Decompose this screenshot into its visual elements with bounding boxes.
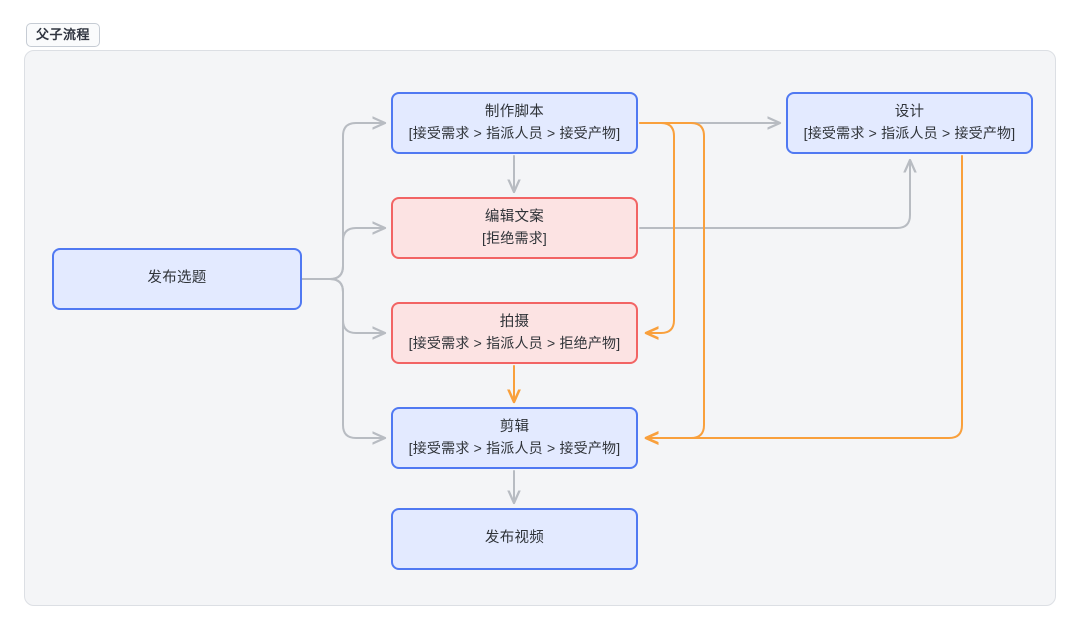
node-design-subtitle: [接受需求 > 指派人员 > 接受产物] — [803, 124, 1016, 141]
node-publish-video-title: 发布视频 — [484, 530, 545, 547]
legend-title-chip: 父子流程 — [26, 23, 101, 47]
node-edit-copy-subtitle: [拒绝需求] — [482, 229, 547, 246]
node-shooting-title: 拍摄 — [499, 314, 530, 331]
node-make-script[interactable]: 制作脚本 [接受需求 > 指派人员 > 接受产物] — [391, 92, 638, 154]
node-editing-title: 剪辑 — [499, 419, 530, 436]
node-publish-video[interactable]: 发布视频 — [391, 508, 638, 570]
node-shooting[interactable]: 拍摄 [接受需求 > 指派人员 > 拒绝产物] — [391, 302, 638, 364]
node-design-title: 设计 — [894, 104, 925, 121]
node-make-script-subtitle: [接受需求 > 指派人员 > 接受产物] — [408, 124, 621, 141]
node-publish-topic-title: 发布选题 — [147, 270, 207, 287]
node-edit-copy-title: 编辑文案 — [484, 209, 545, 226]
node-editing-subtitle: [接受需求 > 指派人员 > 接受产物] — [408, 439, 621, 456]
node-shooting-subtitle: [接受需求 > 指派人员 > 拒绝产物] — [408, 334, 621, 351]
node-make-script-title: 制作脚本 — [484, 104, 545, 121]
node-publish-topic[interactable]: 发布选题 — [52, 248, 302, 310]
node-editing[interactable]: 剪辑 [接受需求 > 指派人员 > 接受产物] — [391, 407, 638, 469]
node-edit-copy[interactable]: 编辑文案 [拒绝需求] — [391, 197, 638, 259]
node-design[interactable]: 设计 [接受需求 > 指派人员 > 接受产物] — [786, 92, 1033, 154]
